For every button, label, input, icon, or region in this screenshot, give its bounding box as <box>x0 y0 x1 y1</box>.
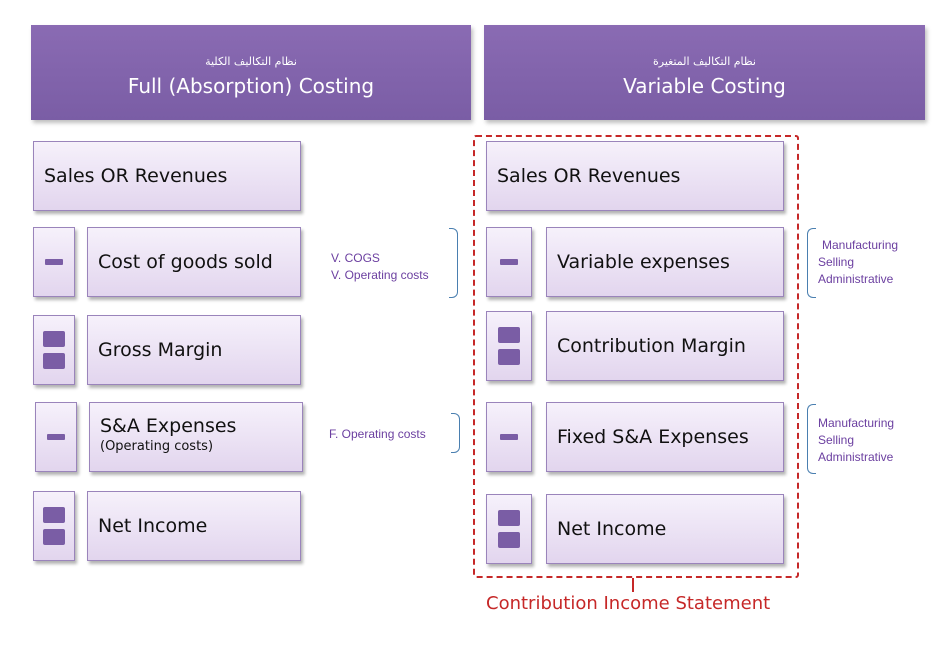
note-vcogs: V. COGS V. Operating costs <box>331 250 429 284</box>
full-costing-header: نظام التكاليف الكلية Full (Absorption) C… <box>31 25 471 120</box>
equals-icon <box>498 327 520 365</box>
right-contribution-box: Contribution Margin <box>546 311 784 381</box>
variable-costing-title: Variable Costing <box>623 74 786 98</box>
minus-icon <box>500 434 518 440</box>
brace-variable-categories <box>807 228 816 298</box>
variable-costing-header: نظام التكاليف المتغيرة Variable Costing <box>484 25 925 120</box>
note-var-1: Manufacturing <box>822 238 899 252</box>
left-sa-expenses-box: S&A Expenses (Operating costs) <box>89 402 303 472</box>
contribution-statement-caption: Contribution Income Statement <box>486 593 771 614</box>
left-equals-op-1 <box>33 315 75 385</box>
left-gross-margin-box: Gross Margin <box>87 315 301 385</box>
left-cogs-box: Cost of goods sold <box>87 227 301 297</box>
note-var-2: Selling <box>818 255 855 269</box>
left-sa-expenses-sub: (Operating costs) <box>100 439 214 454</box>
note-fixed-3: Administrative <box>818 450 894 464</box>
right-net-income-box: Net Income <box>546 494 784 564</box>
left-sa-expenses-label: S&A Expenses <box>100 415 237 437</box>
equals-icon <box>498 510 520 548</box>
right-minus-op-2 <box>486 402 532 472</box>
minus-icon <box>500 259 518 265</box>
right-contribution-label: Contribution Margin <box>557 335 746 357</box>
left-equals-op-2 <box>33 491 75 561</box>
right-equals-op-2 <box>486 494 532 564</box>
right-variable-label: Variable expenses <box>557 251 730 273</box>
note-vcogs-line: V. COGS <box>331 251 380 265</box>
caption-pointer <box>632 578 634 592</box>
left-minus-op-1 <box>33 227 75 297</box>
full-costing-title: Full (Absorption) Costing <box>127 74 375 98</box>
right-minus-op-1 <box>486 227 532 297</box>
note-fixed-categories: Manufacturing Selling Administrative <box>818 415 894 466</box>
note-variable-categories: Manufacturing Selling Administrative <box>818 237 898 288</box>
brace-variable-costs <box>449 228 458 298</box>
contribution-statement-outline <box>473 135 799 578</box>
left-minus-op-2 <box>35 402 77 472</box>
right-variable-box: Variable expenses <box>546 227 784 297</box>
minus-icon <box>45 259 63 265</box>
note-vop-line: V. Operating costs <box>331 268 429 282</box>
brace-fixed-costs <box>451 413 460 453</box>
left-gross-margin-label: Gross Margin <box>98 339 223 361</box>
full-costing-arabic-title: نظام التكاليف الكلية <box>205 55 297 68</box>
right-fixed-label: Fixed S&A Expenses <box>557 426 749 448</box>
right-net-income-label: Net Income <box>557 518 667 540</box>
note-fixed-2: Selling <box>818 433 855 447</box>
left-net-income-box: Net Income <box>87 491 301 561</box>
note-fixed-1: Manufacturing <box>818 416 895 430</box>
equals-icon <box>43 507 65 545</box>
minus-icon <box>47 434 65 440</box>
equals-icon <box>43 331 65 369</box>
note-fop-line: F. Operating costs <box>329 427 426 441</box>
variable-costing-arabic-title: نظام التكاليف المتغيرة <box>653 55 756 68</box>
left-net-income-label: Net Income <box>98 515 208 537</box>
right-fixed-box: Fixed S&A Expenses <box>546 402 784 472</box>
left-sales-label: Sales OR Revenues <box>44 165 228 187</box>
left-sales-box: Sales OR Revenues <box>33 141 301 211</box>
right-sales-box: Sales OR Revenues <box>486 141 784 211</box>
left-cogs-label: Cost of goods sold <box>98 251 273 273</box>
brace-fixed-categories <box>807 404 816 474</box>
right-equals-op-1 <box>486 311 532 381</box>
note-fop: F. Operating costs <box>329 426 426 443</box>
note-var-3: Administrative <box>818 272 894 286</box>
right-sales-label: Sales OR Revenues <box>497 165 681 187</box>
